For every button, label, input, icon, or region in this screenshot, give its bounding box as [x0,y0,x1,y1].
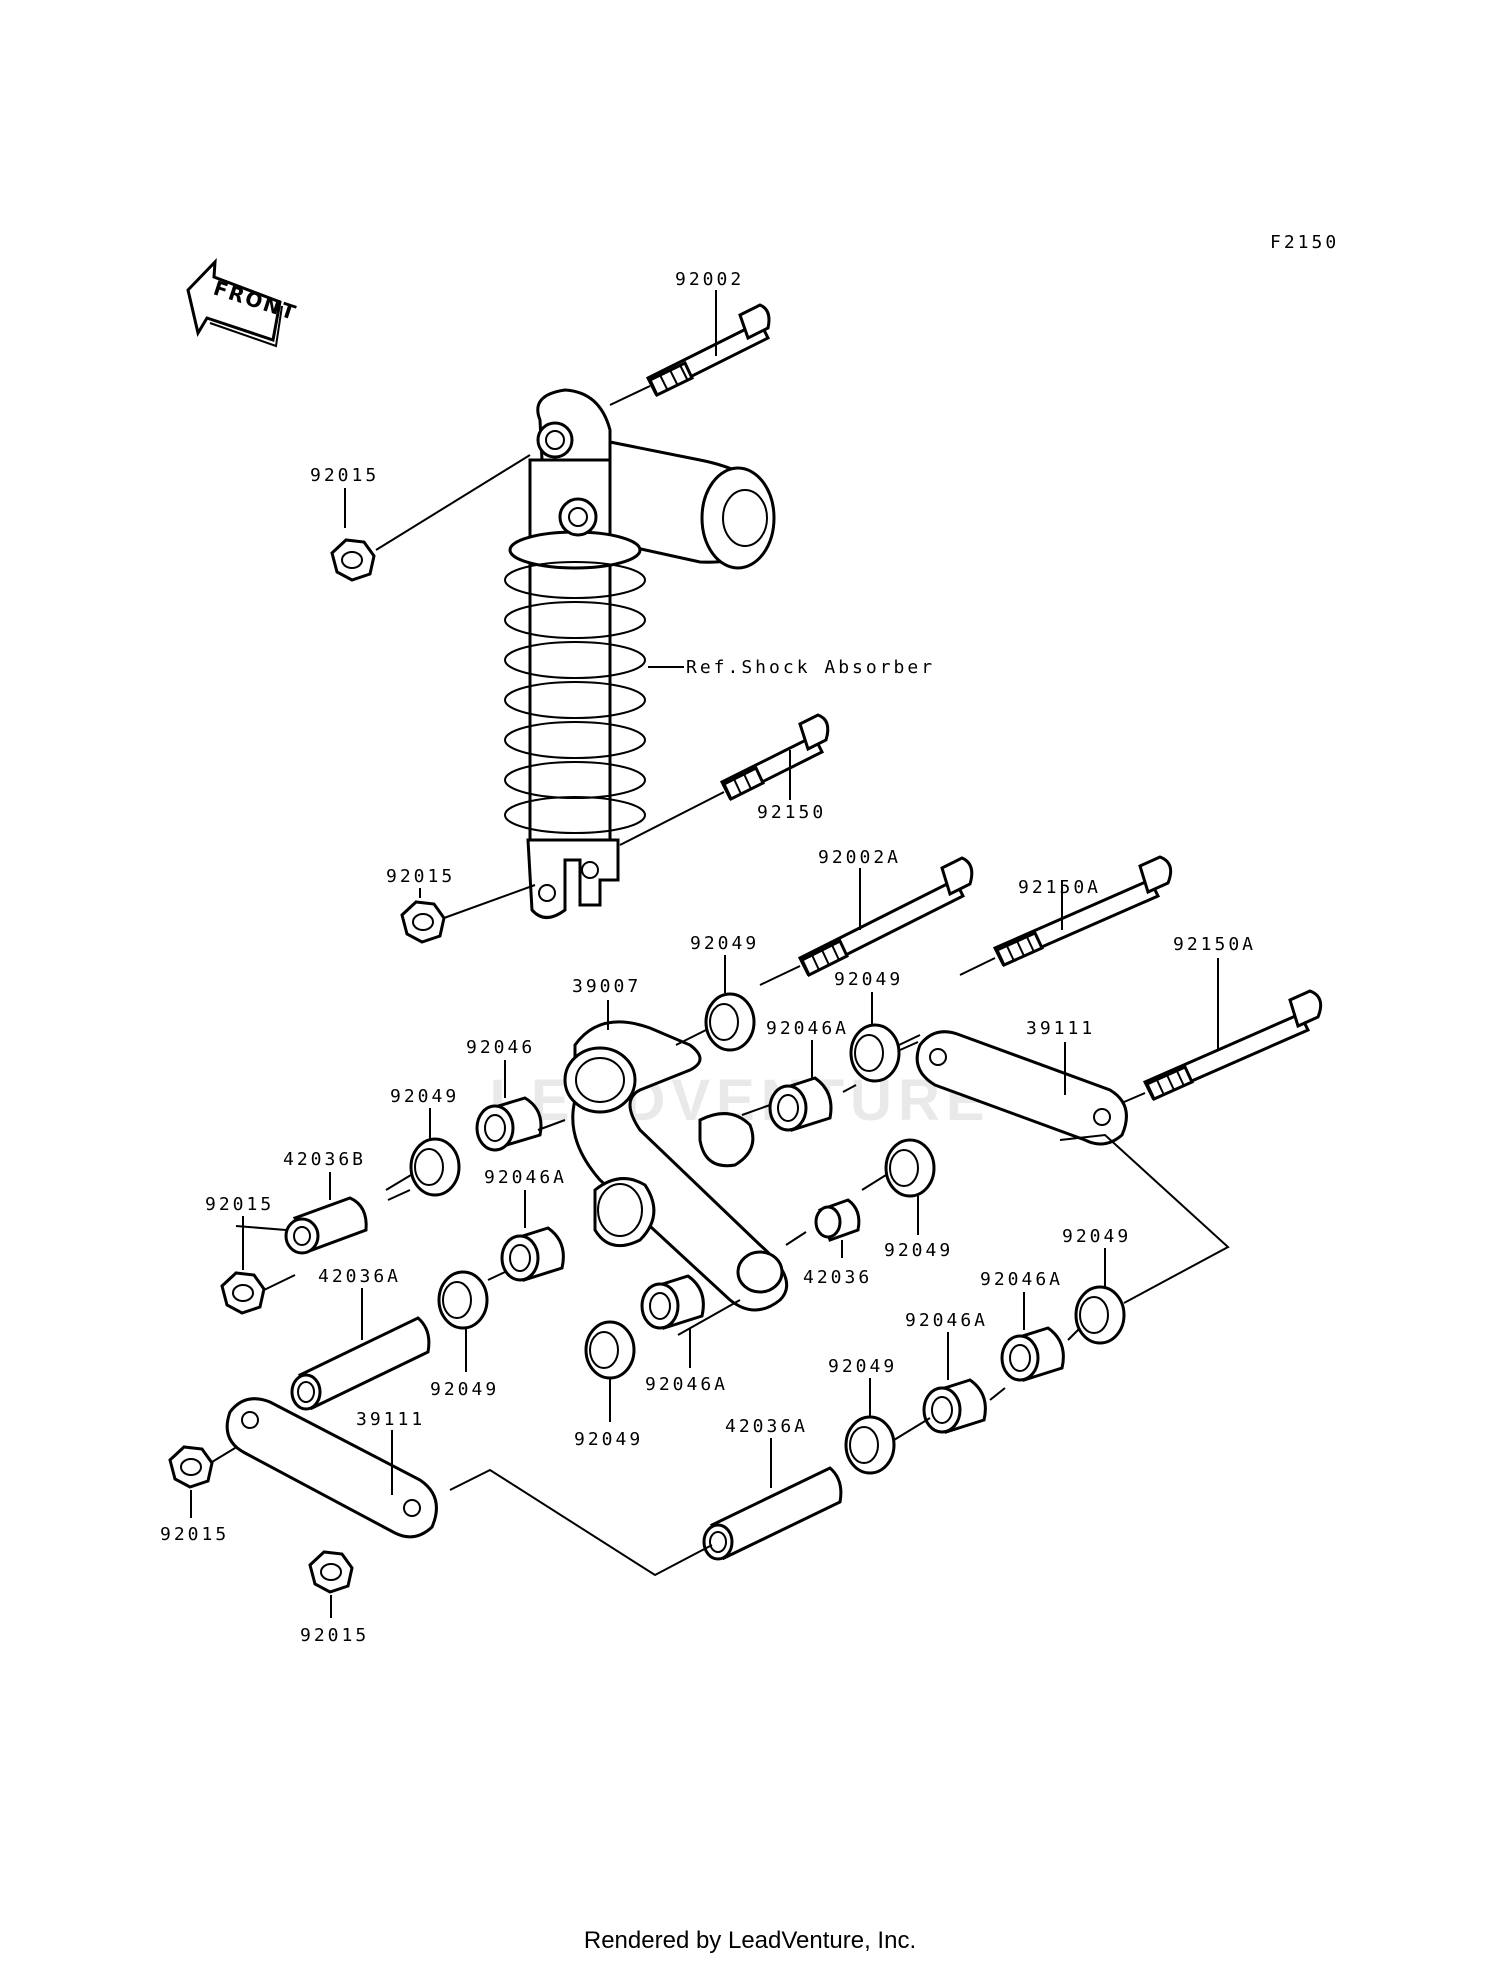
callout-92049-b: 92049 [834,969,903,990]
callout-92049-d: 92049 [884,1240,953,1261]
bolt-92150 [719,713,830,802]
bolt-92002A [797,856,974,978]
rocker-arm-39007 [563,1020,789,1312]
callout-39111-upper: 39111 [1026,1018,1095,1039]
callout-92002: 92002 [675,269,744,290]
callout-92150A-right: 92150A [1173,934,1256,955]
callout-92015-middle: 92015 [386,866,455,887]
callout-92046A-b: 92046A [484,1167,567,1188]
bolt-92150A-upper [992,855,1173,967]
seal-92049-d [884,1138,936,1198]
callout-92015-left: 92015 [205,1194,274,1215]
callout-92015-lower-left: 92015 [160,1524,229,1545]
nut-92015-lower-left [168,1445,214,1489]
callout-42036A-left: 42036A [318,1266,401,1287]
bearing-92046 [475,1096,543,1152]
tie-rod-39111-lower [225,1397,438,1539]
seal-92049-e [437,1270,489,1330]
callout-92049-e: 92049 [430,1379,499,1400]
nut-92015-upper [330,538,376,582]
collar-42036A-right [702,1466,843,1561]
bearing-92046A-c [640,1274,705,1330]
collar-42036 [814,1198,861,1242]
front-direction-arrow: FRONT [186,258,300,348]
nut-92015-middle [400,900,446,944]
bolt-92002 [645,303,771,398]
seal-92049-a [704,992,756,1052]
seal-92049-g [1074,1285,1126,1345]
callout-92015-bottom: 92015 [300,1625,369,1646]
callout-42036B: 42036B [283,1149,366,1170]
seal-92049-h [844,1415,896,1475]
ref-shock-absorber-label: Ref.Shock Absorber [686,657,935,678]
callout-92015-upper: 92015 [310,465,379,486]
bolt-92150A-right [1142,989,1323,1101]
callout-92046A-d: 92046A [980,1269,1063,1290]
seal-92049-c [409,1137,461,1197]
figure-id: F2150 [1270,232,1339,253]
nut-92015-left [220,1271,266,1315]
callout-92150: 92150 [757,802,826,823]
callout-92049-f: 92049 [574,1429,643,1450]
callout-92049-h: 92049 [828,1356,897,1377]
collar-42036A-left [290,1316,431,1411]
bearing-92046A-e [922,1378,987,1434]
callout-92002A: 92002A [818,847,901,868]
bearing-92046A-b [500,1226,565,1282]
nut-92015-bottom [308,1550,354,1594]
callout-39007: 39007 [572,976,641,997]
callout-92150A-upper: 92150A [1018,877,1101,898]
callout-42036: 42036 [803,1267,872,1288]
shock-absorber [504,388,776,919]
render-credit: Rendered by LeadVenture, Inc. [584,1927,916,1954]
callout-92046A-a: 92046A [766,1018,849,1039]
tie-rod-39111-upper [915,1030,1128,1146]
callout-92049-c: 92049 [390,1086,459,1107]
callout-92046A-e: 92046A [905,1310,988,1331]
callout-39111-lower: 39111 [356,1409,425,1430]
callout-92046A-c: 92046A [645,1374,728,1395]
seal-92049-f [584,1320,636,1380]
bearing-92046A-d [1000,1326,1065,1382]
callout-42036A-right: 42036A [725,1416,808,1437]
seal-92049-b [849,1023,901,1083]
callout-92046: 92046 [466,1037,535,1058]
bearing-92046A-a [768,1076,833,1132]
callout-92049-g: 92049 [1062,1226,1131,1247]
collar-42036B [284,1196,368,1255]
callout-92049-a: 92049 [690,933,759,954]
